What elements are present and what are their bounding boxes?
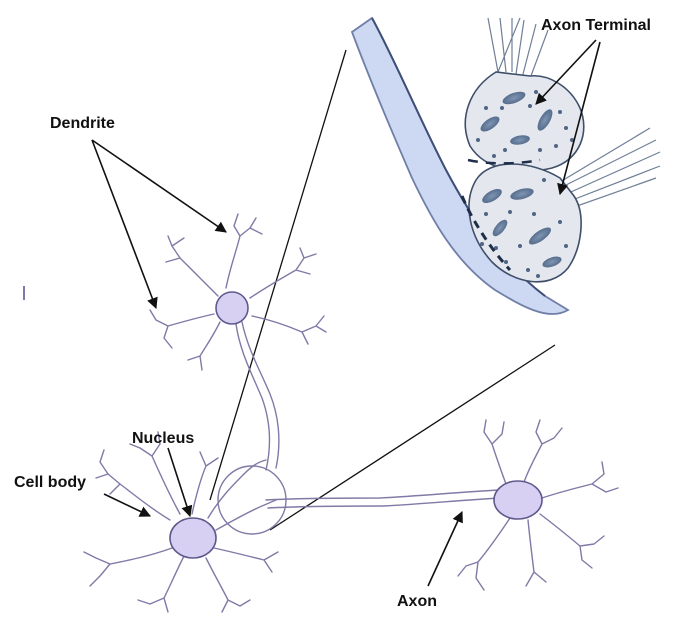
nucleus-right [494,481,542,519]
nucleus-upper [216,292,248,324]
label-cell-body: Cell body [14,474,86,491]
nucleus-lower-left [170,518,216,558]
arrow-cell-body [104,494,150,516]
axon-process [266,490,500,508]
arrow-axon [428,512,462,586]
axon-terminal-upper [465,18,583,171]
arrow-dendrite-2 [92,140,156,308]
label-dendrite: Dendrite [50,115,115,132]
arrow-dendrite-1 [92,140,226,232]
synapse-inset [352,18,660,314]
label-axon-terminal: Axon Terminal [541,17,651,34]
zoom-line-upper [210,50,346,500]
label-nucleus: Nucleus [132,430,194,447]
label-axon: Axon [397,593,437,610]
arrow-nucleus [168,448,190,516]
